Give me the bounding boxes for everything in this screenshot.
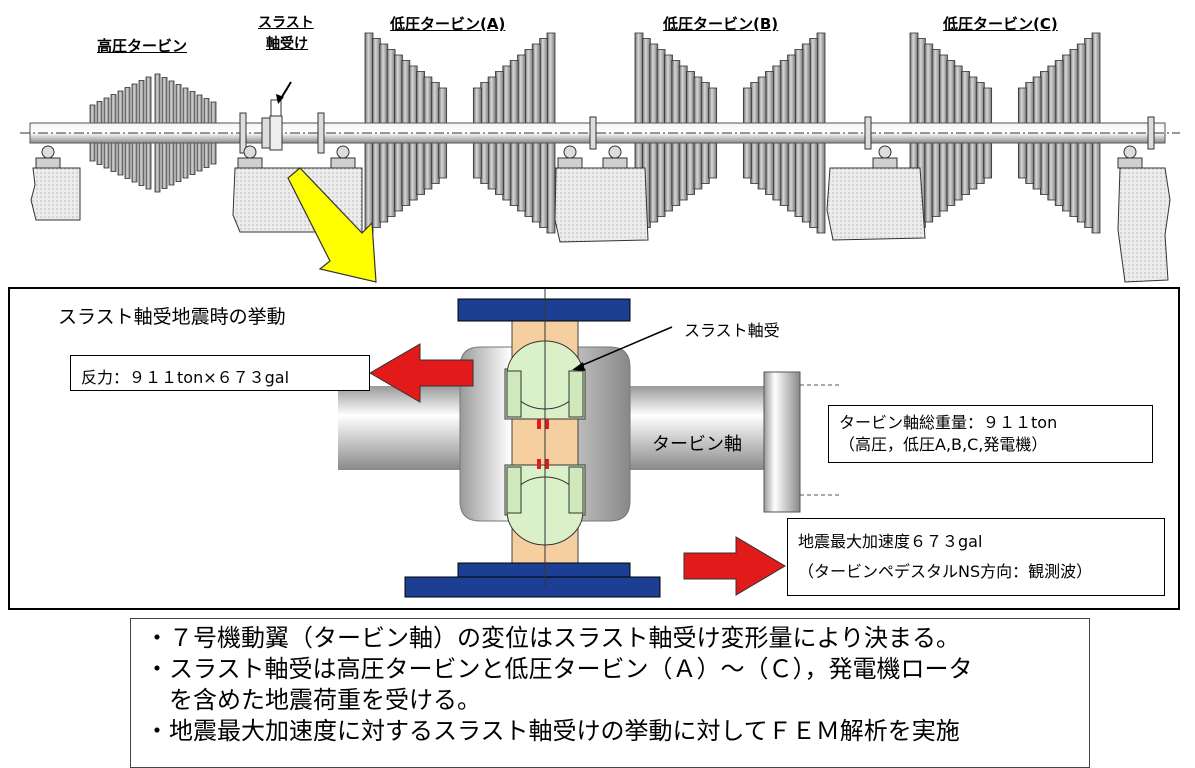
journal-bearing <box>336 145 350 159</box>
bearing-base <box>872 157 898 169</box>
yellow-arrow <box>287 167 377 283</box>
turbine-train-diagram <box>20 32 1180 283</box>
thrust-bearing-label: スラスト軸受 <box>684 321 780 340</box>
journal-bearing <box>563 145 577 159</box>
pointer-arrowhead <box>572 362 585 371</box>
pad-liner <box>568 370 584 418</box>
reaction-force-arrow <box>369 343 474 403</box>
bearing-base <box>602 157 628 169</box>
max-accel-line2: （タービンペデスタルNS方向：観測波） <box>798 562 1093 581</box>
label-lp-turbine-a: 低圧タービン(A) <box>390 15 506 33</box>
pad-liner <box>506 466 522 514</box>
journal-bearings <box>35 145 1143 169</box>
journal-bearing <box>41 145 55 159</box>
shaft-flange <box>763 371 801 513</box>
bearing-base <box>557 157 583 169</box>
summary-box: ・７号機動翼（タービン軸）の変位はスラスト軸受け変形量により決まる。 ・スラスト… <box>130 618 1090 768</box>
shaft-label: タービン軸 <box>652 434 742 455</box>
max-accel-line1: 地震最大加速度６７３gal <box>798 532 983 551</box>
shaft-centerline <box>20 122 1180 144</box>
pin <box>545 419 549 429</box>
pointer-line <box>577 326 673 368</box>
summary-line-2: ・スラスト軸受は高圧タービンと低圧タービン（Ａ）～（Ｃ），発電機ロータ <box>145 655 973 683</box>
reaction-force-box: 反力：９１１ton×６７３gal <box>70 355 370 391</box>
bearing-base <box>330 157 356 169</box>
total-weight-line2: （高圧，低圧A,B,C,発電機） <box>839 435 1048 454</box>
label-lp-turbine-b: 低圧タービン(B) <box>663 15 779 33</box>
detail-panel <box>8 287 1180 610</box>
total-weight-line1: タービン軸総重量：９１１ton <box>839 413 1058 432</box>
max-accel-box: 地震最大加速度６７３gal （タービンペデスタルNS方向：観測波） <box>787 518 1165 596</box>
upper-base-plate <box>457 298 631 322</box>
summary-line-4: ・地震最大加速度に対するスラスト軸受けの挙動に対してＦＥＭ解析を実施 <box>145 717 960 745</box>
seismic-accel-arrow <box>683 536 786 596</box>
pad-liner <box>506 370 522 418</box>
couplings <box>239 112 1155 154</box>
label-hp-turbine: 高圧タービン <box>97 37 188 55</box>
label-lp-turbine-c: 低圧タービン(C) <box>943 15 1058 33</box>
pin <box>545 459 549 469</box>
pin <box>537 459 541 469</box>
lower-base-plate-2 <box>404 576 661 598</box>
label-thrust-bearing-2: 軸受け <box>266 36 308 52</box>
journal-bearing <box>1123 145 1137 159</box>
label-thrust-bearing-1: スラスト <box>258 15 314 31</box>
bearing-base <box>237 157 263 169</box>
thrust-bearing-detail-diagram <box>338 289 840 598</box>
pad-liner <box>568 466 584 514</box>
summary-line-3: を含めた地震荷重を受ける。 <box>145 686 481 714</box>
summary-line-1: ・７号機動翼（タービン軸）の変位はスラスト軸受け変形量により決まる。 <box>145 624 961 652</box>
journal-bearing <box>243 145 257 159</box>
lower-base-plate-1 <box>457 562 631 578</box>
journal-bearing <box>608 145 622 159</box>
pedestals <box>30 167 1171 283</box>
bearing-base <box>35 157 61 169</box>
total-weight-box: タービン軸総重量：９１１ton （高圧，低圧A,B,C,発電機） <box>828 405 1153 463</box>
bearing-base <box>1117 157 1143 169</box>
reaction-force-text: 反力：９１１ton×６７３gal <box>81 368 290 387</box>
detail-title: スラスト軸受地震時の挙動 <box>58 306 286 328</box>
pin <box>537 419 541 429</box>
journal-bearing <box>878 145 892 159</box>
thrust-bearing-small <box>269 81 292 151</box>
